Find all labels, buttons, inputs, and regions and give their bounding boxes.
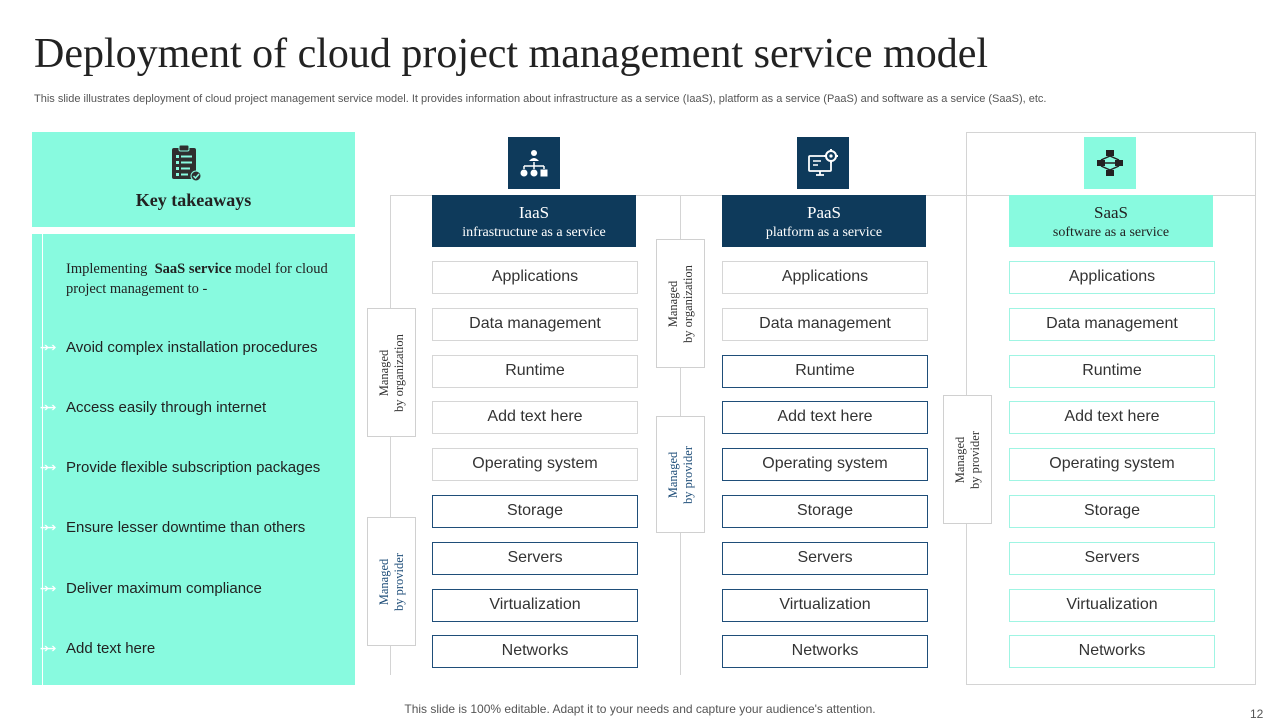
paas-layer: Add text here: [722, 401, 928, 434]
bullet-arrow-icon: ➔➔: [40, 402, 57, 414]
takeaway-item: Ensure lesser downtime than others: [66, 519, 306, 536]
paas-layer: Storage: [722, 495, 928, 528]
saas-layer: Data management: [1009, 308, 1215, 341]
bullet-arrow-icon: ➔➔: [40, 342, 57, 354]
saas-layer: Networks: [1009, 635, 1215, 668]
org-network-icon: [508, 137, 560, 189]
iaas-layer: Runtime: [432, 355, 638, 388]
saas-desc: software as a service: [1052, 225, 1170, 240]
takeaway-item: Access easily through internet: [66, 399, 267, 416]
iaas-layer: Data management: [432, 308, 638, 341]
iaas-layer: Networks: [432, 635, 638, 668]
bullet-arrow-icon: ➔➔: [40, 643, 57, 655]
page-title: Deployment of cloud project management s…: [34, 31, 989, 77]
takeaway-item: Provide flexible subscription packages: [66, 459, 321, 476]
paas-layer: Runtime: [722, 355, 928, 388]
clipboard-checklist-icon: [168, 143, 204, 183]
paas-desc: platform as a service: [765, 225, 883, 240]
saas-layer: Applications: [1009, 261, 1215, 294]
takeaway-item: Deliver maximum compliance: [66, 580, 262, 597]
saas-layer: Servers: [1009, 542, 1215, 575]
iaas-name: IaaS: [518, 203, 550, 222]
iaas-layer: Storage: [432, 495, 638, 528]
takeaways-intro: Implementing SaaS service model for clou…: [66, 261, 328, 297]
iaas-desc: infrastructure as a service: [462, 225, 606, 240]
network-nodes-icon: [1084, 137, 1136, 189]
takeaway-item: Add text here: [66, 640, 156, 657]
iaas-header: IaaS infrastructure as a service: [432, 195, 636, 247]
paas-name: PaaS: [807, 203, 841, 222]
saas-layer: Runtime: [1009, 355, 1215, 388]
paas-layer: Operating system: [722, 448, 928, 481]
footer-note: This slide is 100% editable. Adapt it to…: [404, 702, 876, 716]
saas-layer: Virtualization: [1009, 589, 1215, 622]
iaas-layer: Add text here: [432, 401, 638, 434]
iaas-layer: Applications: [432, 261, 638, 294]
iaas-layer: Virtualization: [432, 589, 638, 622]
bullet-arrow-icon: ➔➔: [40, 522, 57, 534]
paas-layer: Servers: [722, 542, 928, 575]
bullet-arrow-icon: ➔➔: [40, 583, 57, 595]
iaas-layer: Servers: [432, 542, 638, 575]
bullet-arrow-icon: ➔➔: [40, 462, 57, 474]
saas-name: SaaS: [1094, 203, 1128, 222]
saas-layer: Add text here: [1009, 401, 1215, 434]
paas-layer: Networks: [722, 635, 928, 668]
key-takeaways-body-panel: [32, 234, 355, 685]
paas-layer: Data management: [722, 308, 928, 341]
paas-layer: Virtualization: [722, 589, 928, 622]
key-takeaways-heading: Key takeaways: [135, 190, 252, 210]
saas-layer: Storage: [1009, 495, 1215, 528]
saas-header: SaaS software as a service: [1009, 195, 1213, 247]
page-subtitle: This slide illustrates deployment of clo…: [34, 93, 1047, 105]
saas-layer: Operating system: [1009, 448, 1215, 481]
takeaway-item: Avoid complex installation procedures: [66, 339, 318, 356]
page-number: 12: [1250, 707, 1264, 721]
paas-header: PaaS platform as a service: [722, 195, 926, 247]
monitor-gear-icon: [797, 137, 849, 189]
paas-layer: Applications: [722, 261, 928, 294]
iaas-layer: Operating system: [432, 448, 638, 481]
